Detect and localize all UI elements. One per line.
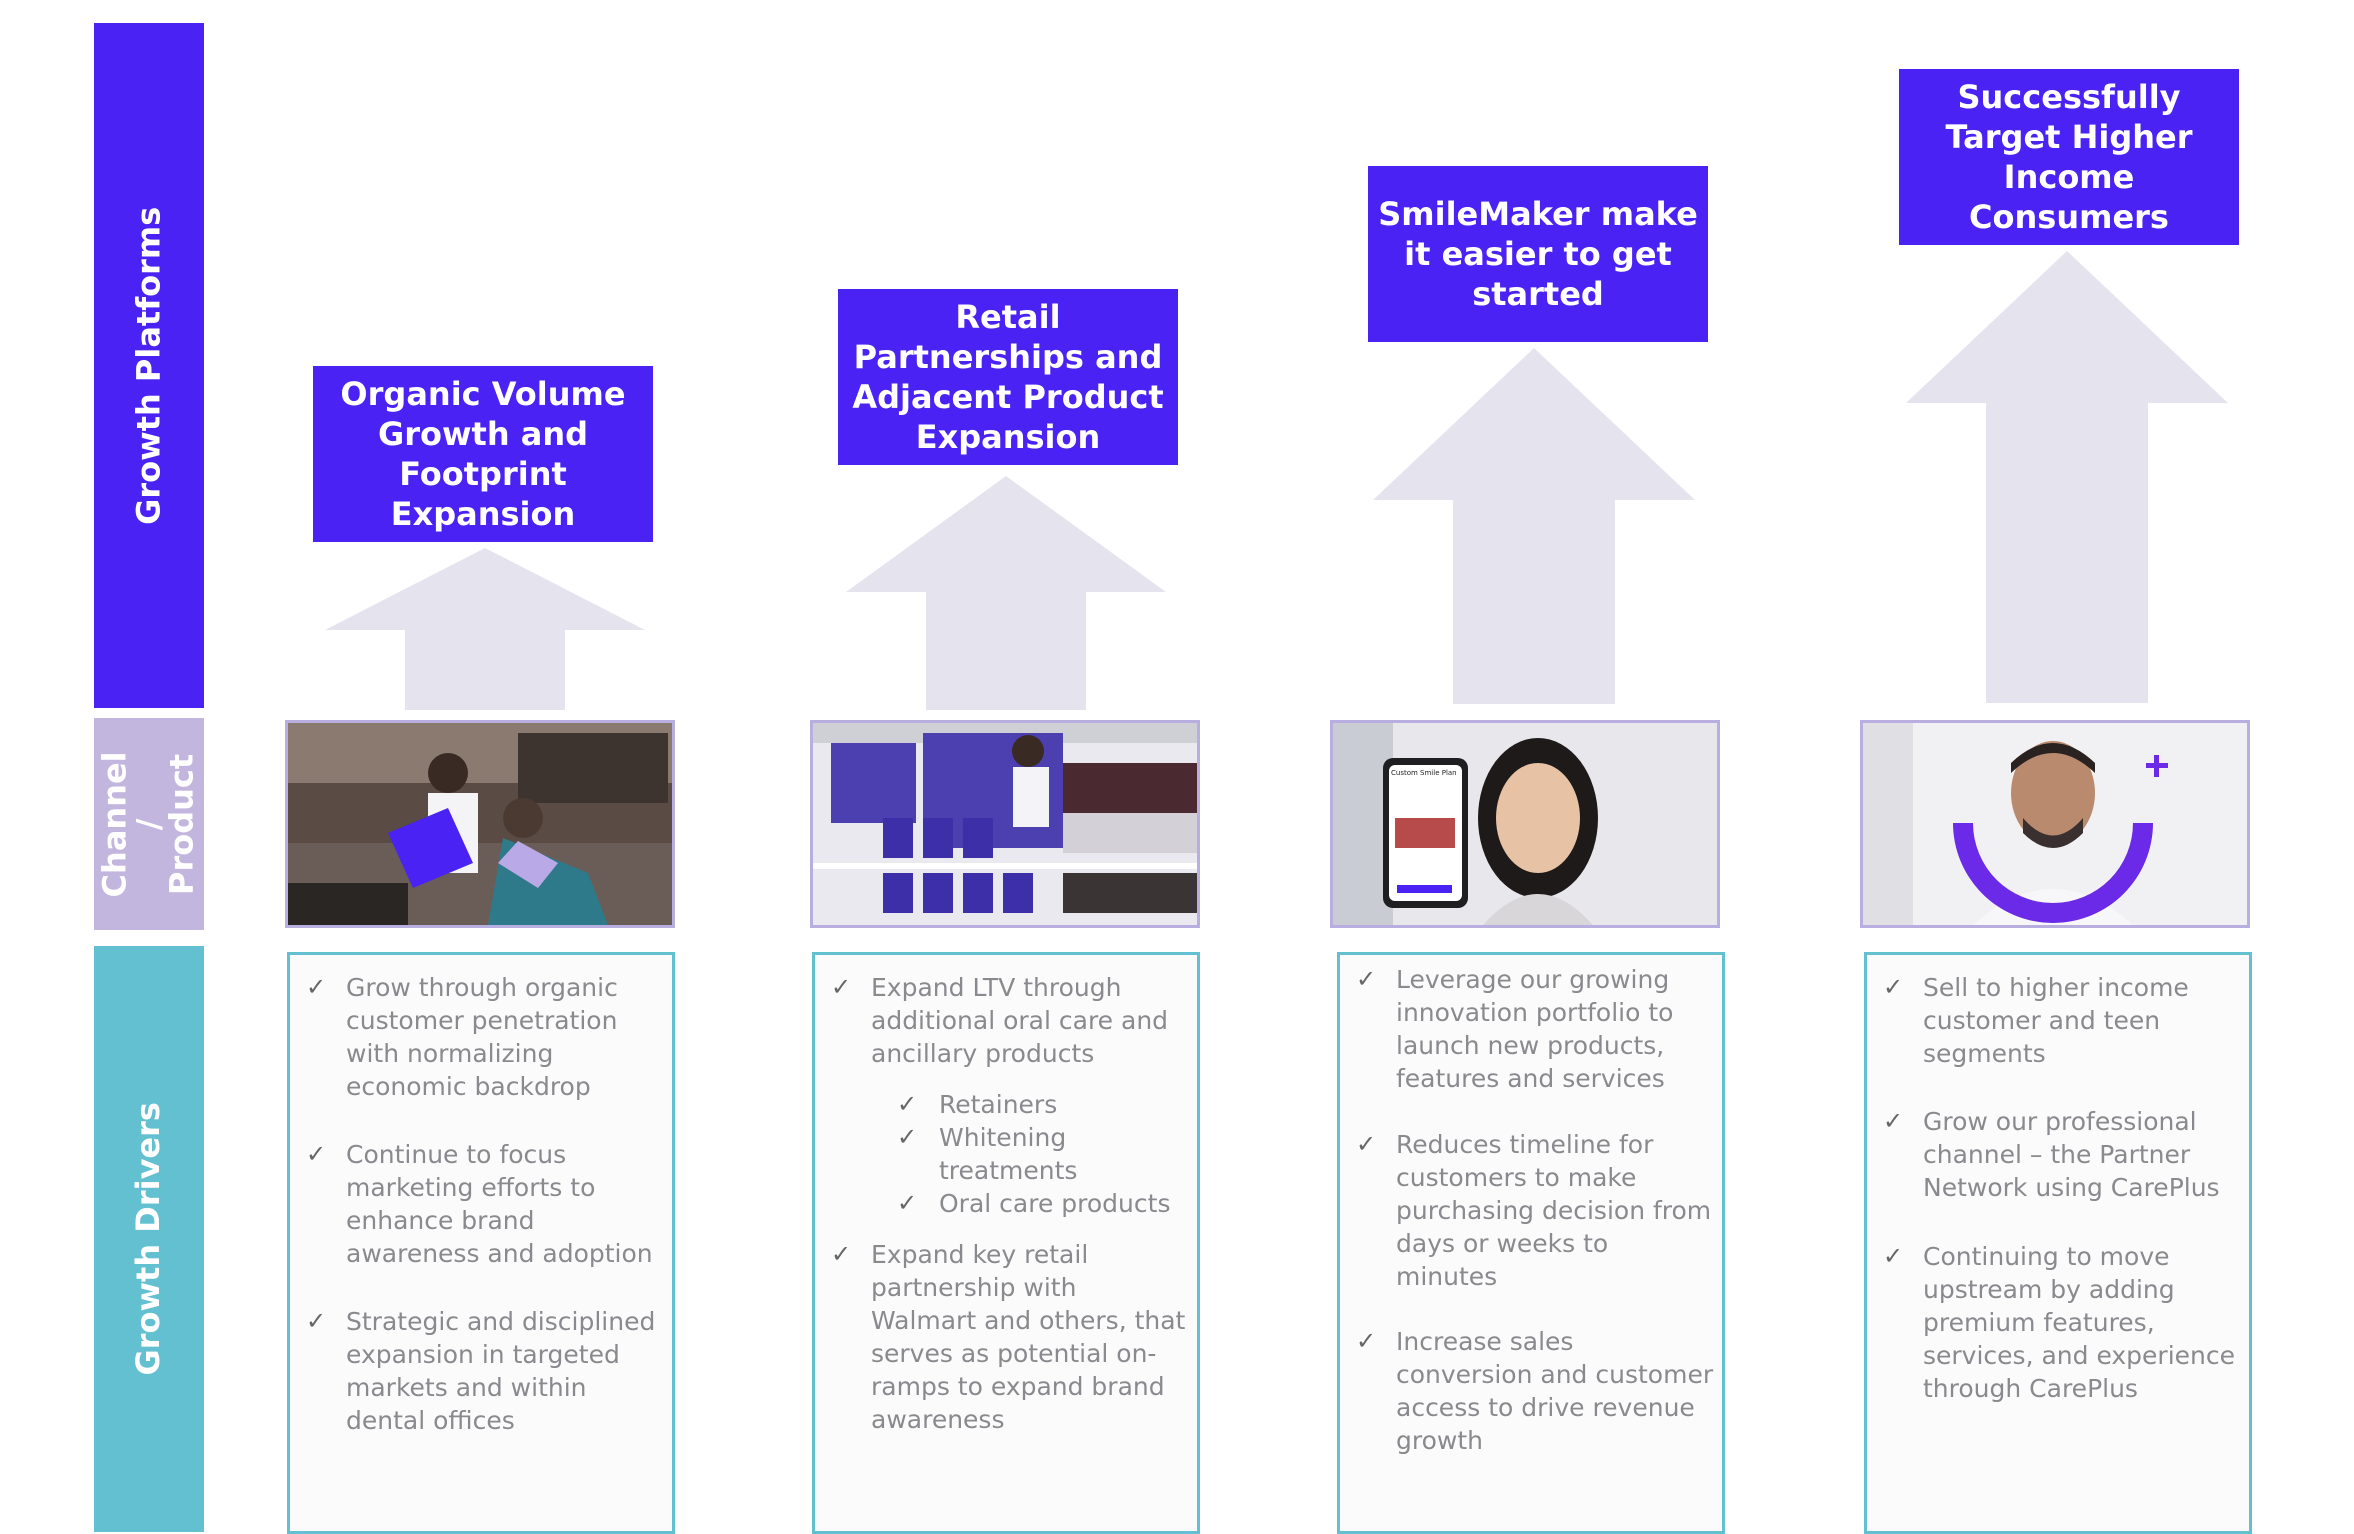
checkmark-icon: ✓ <box>831 973 852 1001</box>
driver-item: ✓ Grow through organic customer penetrat… <box>306 973 618 1101</box>
growth-platforms-label: Growth Platforms <box>129 206 168 525</box>
checkmark-icon: ✓ <box>1356 1327 1377 1355</box>
checkmark-icon: ✓ <box>1883 1242 1904 1270</box>
growth-drivers-box-2: ✓ Expand LTV through additional oral car… <box>812 952 1200 1534</box>
growth-platforms-band: Growth Platforms <box>94 23 204 708</box>
driver-item: ✓ Continuing to move upstream by adding … <box>1883 1242 2236 1403</box>
channel-product-label: Channel / Product <box>95 750 201 898</box>
checkmark-icon: ✓ <box>897 1189 918 1217</box>
driver-item: ✓ Leverage our growing innovation portfo… <box>1356 965 1674 1093</box>
driver-item: ✓ Increase sales conversion and customer… <box>1356 1327 1714 1455</box>
checkmark-icon: ✓ <box>1883 973 1904 1001</box>
driver-subitem: ✓ Whitening treatments <box>897 1123 1078 1185</box>
growth-drivers-box-1: ✓ Grow through organic customer penetrat… <box>287 952 675 1534</box>
checkmark-icon: ✓ <box>1356 965 1377 993</box>
platform-title-1: Organic Volume Growth and Footprint Expa… <box>313 366 653 542</box>
platform-title-2: Retail Partnerships and Adjacent Product… <box>838 289 1178 465</box>
channel-product-band: Channel / Product <box>94 718 204 930</box>
growth-arrow-4 <box>1906 251 2228 703</box>
checkmark-icon: ✓ <box>306 973 327 1001</box>
checkmark-icon: ✓ <box>306 1140 327 1168</box>
smilemaker-app-photo: Custom Smile Plan <box>1330 720 1720 928</box>
driver-subitem: ✓ Oral care products <box>897 1189 1171 1218</box>
careplus-dentist-photo <box>1860 720 2250 928</box>
growth-arrow-1 <box>325 548 645 710</box>
growth-drivers-box-3: ✓ Leverage our growing innovation portfo… <box>1337 952 1725 1534</box>
growth-arrow-3 <box>1373 348 1695 704</box>
checkmark-icon: ✓ <box>306 1307 327 1335</box>
driver-item: ✓ Strategic and disciplined expansion in… <box>306 1307 656 1435</box>
growth-drivers-band: Growth Drivers <box>94 946 204 1532</box>
retail-shelf-photo <box>810 720 1200 928</box>
checkmark-icon: ✓ <box>897 1123 918 1151</box>
driver-subitem: ✓ Retainers <box>897 1090 1058 1119</box>
checkmark-icon: ✓ <box>1883 1107 1904 1135</box>
checkmark-icon: ✓ <box>831 1240 852 1268</box>
growth-drivers-box-4: ✓ Sell to higher income customer and tee… <box>1864 952 2252 1534</box>
platform-title-3: SmileMaker make it easier to get started <box>1368 166 1708 342</box>
driver-item: ✓ Reduces timeline for customers to make… <box>1356 1130 1712 1291</box>
growth-arrow-2 <box>846 476 1166 710</box>
driver-item: ✓ Expand LTV through additional oral car… <box>831 973 1169 1068</box>
checkmark-icon: ✓ <box>1356 1130 1377 1158</box>
driver-item: ✓ Continue to focus marketing efforts to… <box>306 1140 653 1268</box>
phone-screen-label: Custom Smile Plan <box>1391 769 1457 777</box>
checkmark-icon: ✓ <box>897 1090 918 1118</box>
growth-drivers-label: Growth Drivers <box>129 1102 168 1376</box>
driver-item: ✓ Grow our professional channel – the Pa… <box>1883 1107 2220 1202</box>
platform-title-4: Successfully Target Higher Income Consum… <box>1899 69 2239 245</box>
driver-item: ✓ Expand key retail partnership with Wal… <box>831 1240 1186 1434</box>
driver-item: ✓ Sell to higher income customer and tee… <box>1883 973 2189 1068</box>
dental-patient-photo <box>285 720 675 928</box>
